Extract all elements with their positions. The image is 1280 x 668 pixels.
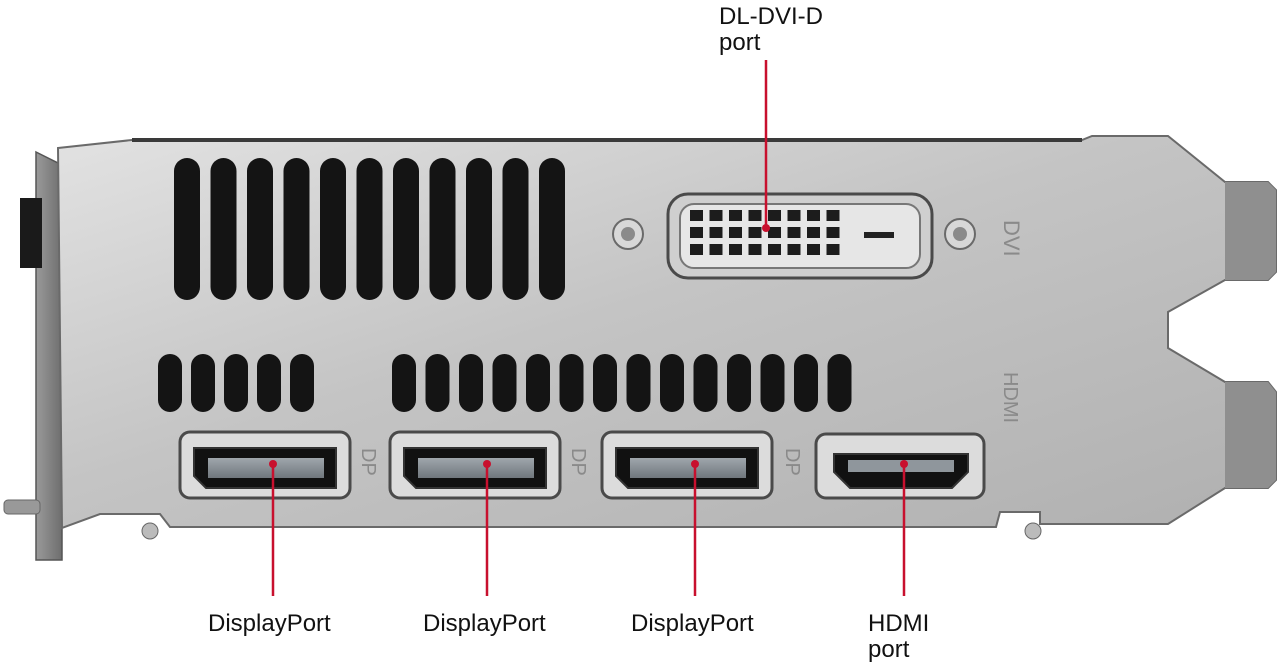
dvi-pin bbox=[826, 210, 840, 221]
vent-slot bbox=[593, 354, 617, 412]
dvi-pin-grid bbox=[690, 210, 840, 255]
screw-icon bbox=[141, 522, 159, 540]
dvi-pin bbox=[709, 227, 723, 238]
dvi-pin bbox=[807, 227, 820, 238]
lower-vent-slots bbox=[158, 354, 852, 412]
vent-slot bbox=[466, 158, 492, 300]
dvi-pin bbox=[690, 244, 703, 255]
dvi-pin bbox=[787, 244, 801, 255]
vent-slot bbox=[174, 158, 200, 300]
vent-slot bbox=[727, 354, 751, 412]
vent-slot bbox=[191, 354, 215, 412]
vent-slot bbox=[760, 354, 785, 412]
vent-slot bbox=[290, 354, 314, 412]
vent-slot bbox=[158, 354, 182, 412]
label-displayport-3: DisplayPort bbox=[631, 610, 754, 637]
upper-vent-slots bbox=[174, 158, 565, 300]
vent-slot bbox=[459, 354, 483, 412]
screw-icon bbox=[1024, 522, 1042, 540]
vent-slot bbox=[492, 354, 517, 412]
vent-slot bbox=[693, 354, 718, 412]
dvi-pin bbox=[690, 227, 703, 238]
dp-engraving-3: DP bbox=[781, 448, 803, 476]
vent-slot bbox=[425, 354, 450, 412]
label-dl-dvi-d-port: DL-DVI-D port bbox=[719, 3, 824, 56]
dvi-pin bbox=[768, 210, 781, 221]
dvi-pin bbox=[807, 210, 820, 221]
dvi-pin bbox=[709, 210, 723, 221]
displayport-connector-2 bbox=[388, 430, 562, 500]
vent-slot bbox=[247, 158, 273, 300]
displayport-connector-3 bbox=[600, 430, 774, 500]
dp-engraving-1: DP bbox=[357, 448, 379, 476]
vent-slot bbox=[559, 354, 584, 412]
dvi-pin bbox=[787, 227, 801, 238]
dvi-pin bbox=[748, 244, 762, 255]
dvi-pin bbox=[787, 210, 801, 221]
vent-slot bbox=[320, 158, 346, 300]
vent-slot bbox=[660, 354, 684, 412]
vent-slot bbox=[393, 158, 419, 300]
dvi-pin bbox=[690, 210, 703, 221]
displayport-connector-1 bbox=[178, 430, 352, 500]
dvi-pin bbox=[729, 210, 742, 221]
label-hdmi-port: HDMI port bbox=[868, 610, 930, 663]
vent-slot bbox=[526, 354, 550, 412]
displayport-connectors bbox=[178, 430, 774, 500]
dvi-pin bbox=[768, 227, 781, 238]
vent-slot bbox=[283, 158, 310, 300]
bracket-side-tab bbox=[3, 150, 63, 561]
vent-slot bbox=[210, 158, 237, 300]
dvi-pin bbox=[807, 244, 820, 255]
vent-slot bbox=[827, 354, 852, 412]
dvi-engraving: DVI bbox=[999, 220, 1024, 257]
dvi-pin bbox=[826, 244, 840, 255]
dvi-pin bbox=[748, 210, 762, 221]
vent-slot bbox=[429, 158, 456, 300]
dvi-pin bbox=[729, 244, 742, 255]
dvi-pin bbox=[748, 227, 762, 238]
hdmi-connector: HDMI bbox=[814, 372, 1021, 500]
vent-slot bbox=[392, 354, 416, 412]
dp-engraving-2: DP bbox=[567, 448, 589, 476]
label-displayport-2: DisplayPort bbox=[423, 610, 546, 637]
vent-slot bbox=[257, 354, 281, 412]
vent-slot bbox=[356, 158, 383, 300]
dvi-pin bbox=[709, 244, 723, 255]
dvi-pin bbox=[826, 227, 840, 238]
label-displayport-1: DisplayPort bbox=[208, 610, 331, 637]
hdmi-engraving: HDMI bbox=[999, 372, 1021, 423]
dvi-connector: DVI bbox=[612, 192, 1024, 280]
vent-slot bbox=[224, 354, 248, 412]
vent-slot bbox=[539, 158, 565, 300]
dvi-pin bbox=[768, 244, 781, 255]
vent-slot bbox=[502, 158, 529, 300]
vent-slot bbox=[626, 354, 651, 412]
vent-slot bbox=[794, 354, 818, 412]
dvi-pin bbox=[729, 227, 742, 238]
